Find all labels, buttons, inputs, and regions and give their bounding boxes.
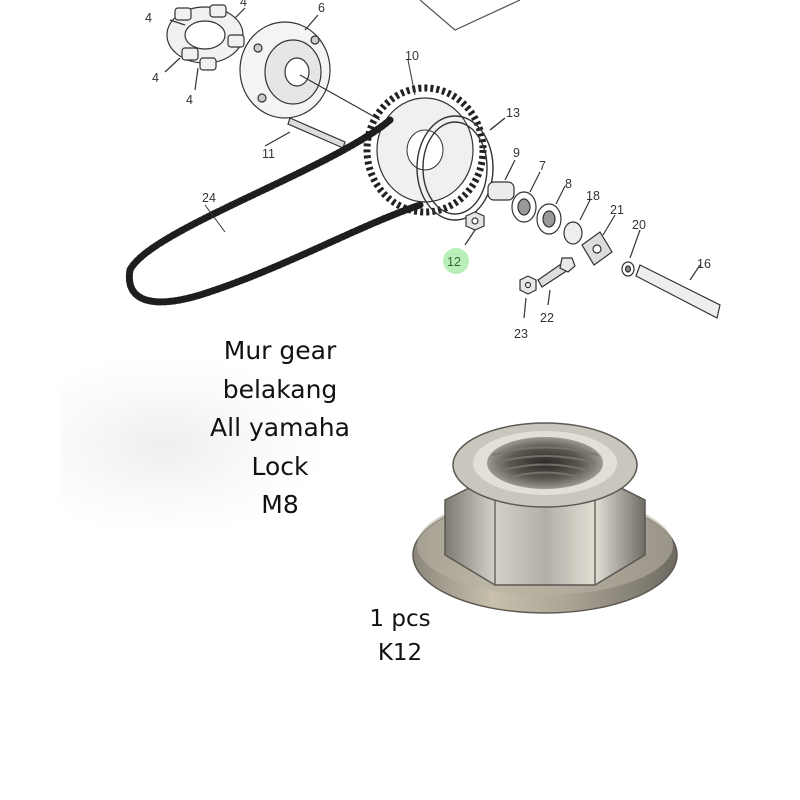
callout-4: 4 — [152, 71, 159, 85]
callout-11: 11 — [262, 147, 275, 161]
hub-part — [239, 14, 381, 121]
callout-21: 21 — [610, 203, 624, 217]
quantity-line: 1 pcs — [369, 606, 431, 632]
sprocket-ring — [416, 115, 506, 221]
caption-line: Lock — [251, 451, 309, 481]
drive-chain — [125, 116, 424, 306]
callout-4: 4 — [145, 11, 152, 25]
caption-line: Mur gear — [223, 336, 337, 365]
damper-parts — [164, 4, 246, 91]
caption-line: M8 — [261, 490, 299, 519]
flange-nut-photo — [412, 422, 678, 614]
callout-13: 13 — [506, 106, 520, 120]
callout-9: 9 — [513, 146, 520, 160]
callout-12: 12 — [447, 255, 461, 269]
caption-line: belakang — [222, 374, 338, 404]
callout-6: 6 — [318, 1, 325, 15]
background-smudge — [60, 360, 320, 530]
callout-20: 20 — [632, 218, 646, 232]
product-caption: Mur gear belakang All yamaha Lock M8 — [170, 332, 390, 525]
callout-16: 16 — [697, 257, 711, 271]
caption-line: All yamaha — [210, 413, 350, 442]
bearing-parts — [487, 159, 591, 245]
axle-parts — [581, 214, 721, 319]
callout-4: 4 — [186, 93, 193, 107]
callout-24: 24 — [202, 191, 216, 205]
callout-22: 22 — [540, 311, 554, 325]
callout-10: 10 — [405, 49, 419, 63]
diagram-box-corner — [419, 0, 521, 31]
adjuster-bolt — [519, 257, 576, 319]
callout-4: 4 — [240, 0, 247, 9]
sprocket-nut — [464, 211, 485, 246]
highlight-marker — [443, 248, 469, 274]
callout-18: 18 — [586, 189, 600, 203]
callout-23: 23 — [514, 327, 528, 340]
callout-8: 8 — [565, 177, 572, 191]
quantity-label: 1 pcs K12 — [340, 602, 460, 670]
exploded-parts-diagram: 4 4 4 4 6 10 11 13 9 7 8 18 21 20 16 24 … — [125, 0, 721, 340]
quantity-line: K12 — [377, 640, 423, 666]
stud-bolt — [264, 117, 346, 149]
callout-7: 7 — [539, 159, 546, 173]
